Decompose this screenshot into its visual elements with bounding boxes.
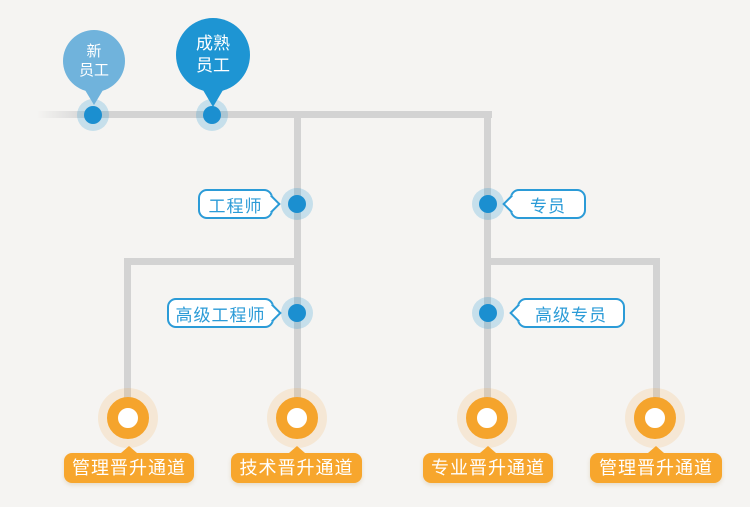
role-label-text: 高级工程师 xyxy=(175,305,266,325)
role-label-senior-engineer: 高级工程师 xyxy=(167,298,274,328)
channel-ring-technical xyxy=(276,397,318,439)
node-dot-senior-engineer xyxy=(281,297,313,329)
role-label-text: 专员 xyxy=(530,196,566,216)
channel-label-text: 专业晋升通道 xyxy=(431,458,545,478)
connector-branch-right-horizontal xyxy=(485,258,660,265)
connector-branch-left-horizontal xyxy=(124,258,301,265)
channel-label-text: 管理晋升通道 xyxy=(72,458,186,478)
channel-ring-professional xyxy=(466,397,508,439)
channel-label-text: 管理晋升通道 xyxy=(599,458,713,478)
node-dot-engineer xyxy=(281,188,313,220)
connector-vertical-technical xyxy=(294,111,301,399)
channel-ring-management-left xyxy=(107,397,149,439)
connector-main-horizontal xyxy=(37,111,492,118)
role-label-engineer: 工程师 xyxy=(198,189,273,219)
start-node-label: 成熟 员工 xyxy=(196,34,230,75)
role-label-senior-specialist: 高级专员 xyxy=(517,298,625,328)
channel-label-management-left: 管理晋升通道 xyxy=(64,446,194,483)
node-dot-specialist xyxy=(472,188,504,220)
channel-label-technical: 技术晋升通道 xyxy=(231,446,362,483)
role-label-text: 高级专员 xyxy=(535,305,607,325)
start-node-mature-employee: 成熟 员工 xyxy=(176,18,250,92)
node-dot-senior-specialist xyxy=(472,297,504,329)
channel-ring-management-right xyxy=(634,397,676,439)
start-node-new-employee: 新 员工 xyxy=(63,30,125,92)
role-label-text: 工程师 xyxy=(208,196,263,216)
role-label-specialist: 专员 xyxy=(510,189,586,219)
channel-label-text: 技术晋升通道 xyxy=(239,458,354,478)
channel-label-management-right: 管理晋升通道 xyxy=(590,446,722,483)
channel-label-professional: 专业晋升通道 xyxy=(423,446,553,483)
connector-vertical-professional xyxy=(484,111,491,399)
start-node-label: 新 员工 xyxy=(78,43,109,79)
node-dot-new-employee xyxy=(77,99,109,131)
connector-branch-right-vertical xyxy=(653,258,660,399)
connector-branch-left-vertical xyxy=(124,258,131,399)
